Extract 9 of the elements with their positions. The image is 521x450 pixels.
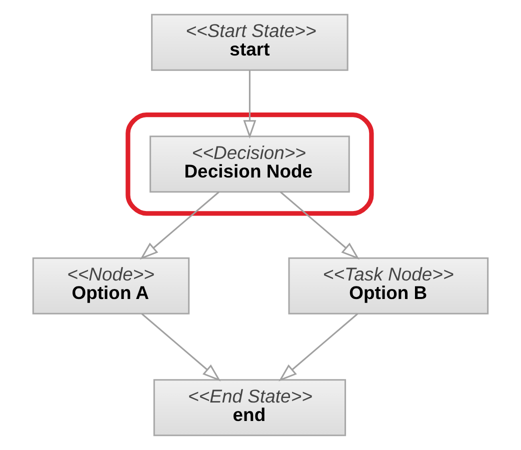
node-box: <<Start State>> start: [151, 14, 348, 71]
node-box: <<Node>> Option A: [32, 257, 190, 314]
node-box: <<Decision>> Decision Node: [150, 136, 350, 193]
node-box: <<Task Node>> Option B: [288, 257, 489, 314]
node-box: <<End State>> end: [153, 379, 346, 436]
arrow: [243, 70, 256, 139]
cluster: [126, 112, 374, 216]
arrow: [278, 313, 358, 382]
arrow: [141, 313, 221, 382]
